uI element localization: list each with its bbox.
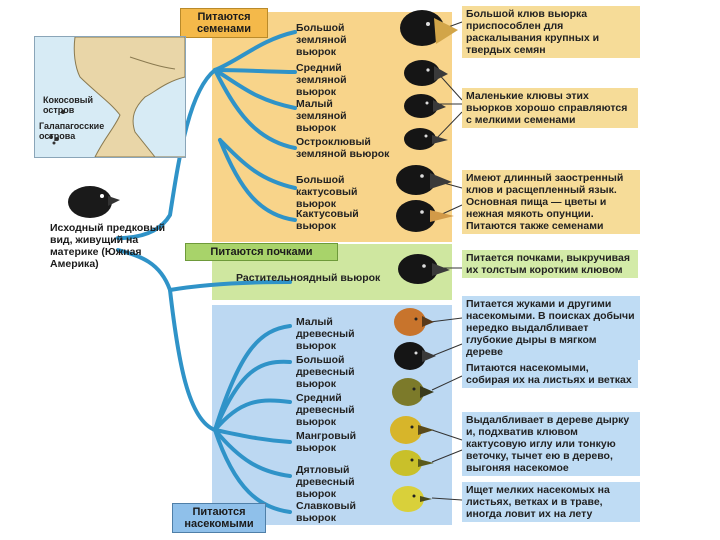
medium-ground-finch-head-icon <box>404 60 448 86</box>
species-woodpecker-finch: Дятловый древесный вьюрок <box>296 464 355 500</box>
species-medium-ground-finch: Средний земляной вьюрок <box>296 62 347 98</box>
medium-tree-finch-head-icon <box>392 378 434 406</box>
large-cactus-finch-head-icon <box>396 165 452 195</box>
cocos-island-label: Кокосовый остров <box>43 95 94 115</box>
warbler-finch-head-icon <box>392 486 432 512</box>
cactus-finch-head-icon <box>396 200 454 232</box>
desc-large-beak: Большой клюв вьюрка приспособлен для рас… <box>462 6 640 58</box>
sharp-beaked-ground-finch-head-icon <box>404 128 448 150</box>
species-vegetarian-finch: Растительноядный вьюрок <box>236 272 381 284</box>
galapagos-label: Галапагосские острова <box>39 121 105 141</box>
small-tree-finch-head-icon <box>394 308 434 336</box>
small-ground-finch-head-icon <box>404 94 446 118</box>
vegetarian-finch-head-icon <box>398 254 450 284</box>
species-large-ground-finch: Большой земляной вьюрок <box>296 22 347 58</box>
woodpecker-finch-head-icon <box>390 450 434 476</box>
seed-eaters-label: Питаются семенами <box>180 8 268 38</box>
desc-warbler: Ищет мелких насекомых на листьях, ветках… <box>462 482 640 522</box>
species-cactus-finch: Кактусовый вьюрок <box>296 208 359 232</box>
species-large-tree-finch: Большой древесный вьюрок <box>296 354 355 390</box>
desc-cactus-beak: Имеют длинный заостренный клюв и расщепл… <box>462 170 640 234</box>
desc-leaf-gleaner: Питаются насекомыми, собирая их на листь… <box>462 360 638 388</box>
species-mangrove-finch: Мангровый вьюрок <box>296 430 357 454</box>
map-inset: Кокосовый остров Галапагосские острова <box>34 36 186 158</box>
mangrove-finch-head-icon <box>390 416 434 444</box>
ancestor-label: Исходный предковый вид, живущий на матер… <box>50 222 166 270</box>
desc-beetle-eater: Питается жуками и другими насекомыми. В … <box>462 296 640 360</box>
species-large-cactus-finch: Большой кактусовый вьюрок <box>296 174 358 210</box>
large-ground-finch-head-icon <box>400 10 458 46</box>
map-illustration <box>49 37 185 157</box>
ancestor-finch-icon <box>68 186 120 218</box>
species-sharp-beaked-ground-finch: Остроклювый земляной вьюрок <box>296 136 390 160</box>
large-tree-finch-head-icon <box>394 342 436 370</box>
insect-eaters-label: Питаются насекомыми <box>172 503 266 533</box>
desc-bud-eater: Питается почками, выкручивая их толстым … <box>462 250 638 278</box>
bud-eaters-label: Питаются почками <box>185 243 338 261</box>
species-small-ground-finch: Малый земляной вьюрок <box>296 98 347 134</box>
species-medium-tree-finch: Средний древесный вьюрок <box>296 392 355 428</box>
desc-tool-user: Выдалбливает в дереве дырку и, подхватив… <box>462 412 640 476</box>
desc-small-beaks: Маленькие клювы этих вьюрков хорошо спра… <box>462 88 638 128</box>
species-warbler-finch: Славковый вьюрок <box>296 500 356 524</box>
species-small-tree-finch: Малый древесный вьюрок <box>296 316 355 352</box>
